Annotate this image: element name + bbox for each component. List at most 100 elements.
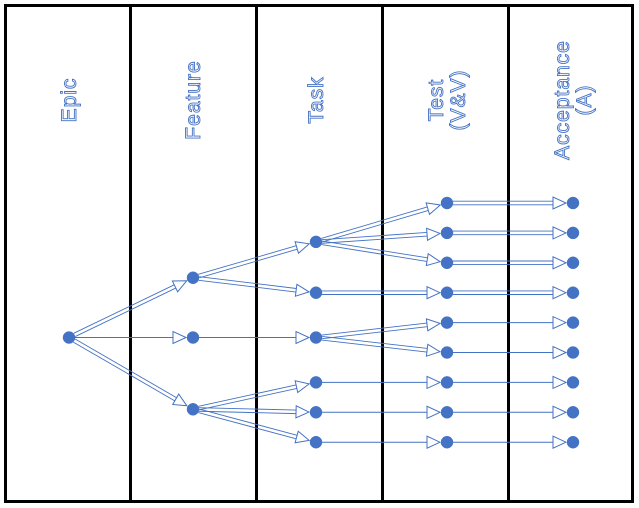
- arrow-shaft-line: [198, 410, 296, 415]
- column-label-line: (V&V): [447, 69, 470, 130]
- arrow-shaft-line: [322, 326, 428, 340]
- arrow-shaft-line: [199, 407, 297, 411]
- arrow-shaft-line: [321, 206, 428, 239]
- arrow-head: [426, 375, 442, 390]
- arrow-shaft-line: [73, 341, 176, 402]
- arrow-t6-to-v9: [322, 435, 442, 449]
- arrow-f1-to-t1: [198, 241, 311, 279]
- node-t1: [309, 235, 323, 249]
- diagram-frame: [4, 4, 634, 503]
- node-a3: [566, 256, 580, 270]
- column-label-line: Acceptance: [551, 40, 574, 160]
- node-v5: [440, 316, 454, 329]
- node-v2: [440, 226, 454, 240]
- node-v7: [440, 376, 454, 389]
- arrow-shaft-line: [321, 244, 428, 262]
- arrow-shaft-line: [322, 335, 428, 349]
- arrow-shaft-line: [199, 387, 297, 411]
- column-label-line: (A): [573, 85, 596, 116]
- arrow-shaft-line: [322, 209, 429, 243]
- arrow-t1-to-v2: [321, 227, 442, 244]
- arrow-head: [425, 252, 442, 267]
- arrow-v2-to-a2: [453, 226, 568, 240]
- arrow-shaft-line: [321, 322, 427, 336]
- node-t5: [309, 406, 323, 419]
- arrow-shaft-line: [322, 240, 428, 259]
- arrow-head: [426, 227, 442, 242]
- column-label-acceptance: Acceptance(A): [551, 40, 596, 160]
- arrow-head: [552, 256, 568, 270]
- column-label-line: Task: [305, 76, 328, 123]
- arrow-f3-to-t4: [198, 380, 311, 411]
- node-a9: [566, 435, 580, 449]
- node-a7: [566, 376, 580, 389]
- node-a5: [566, 316, 580, 329]
- arrow-v1-to-a1: [453, 196, 568, 210]
- arrow-head: [425, 202, 442, 216]
- arrow-shaft-line: [198, 384, 297, 407]
- node-a1: [566, 196, 580, 210]
- arrow-shaft-line: [198, 412, 297, 440]
- arrow-head: [426, 405, 442, 420]
- node-t2: [309, 286, 323, 299]
- arrow-t1-to-v1: [321, 202, 442, 243]
- arrow-f2-to-t3: [199, 330, 311, 345]
- arrow-v6-to-a6: [453, 345, 568, 360]
- arrow-shaft-line: [321, 232, 427, 241]
- node-f3: [186, 403, 200, 416]
- column-label-line: Test: [425, 79, 448, 122]
- arrow-head: [294, 430, 311, 444]
- arrow-head: [294, 241, 311, 255]
- node-v6: [440, 346, 454, 359]
- arrow-head: [552, 315, 568, 330]
- column-label-line: Feature: [182, 60, 205, 139]
- arrow-e1-to-f3: [73, 338, 188, 407]
- arrow-v8-to-a8: [453, 405, 568, 420]
- node-a8: [566, 406, 580, 419]
- node-v8: [440, 406, 454, 419]
- node-a6: [566, 346, 580, 359]
- arrow-shaft-line: [199, 408, 298, 436]
- arrow-f1-to-t2: [198, 276, 311, 297]
- arrow-head: [552, 345, 568, 360]
- node-v9: [440, 435, 454, 449]
- arrow-shaft-line: [321, 339, 427, 353]
- arrow-shaft-line: [73, 284, 175, 334]
- arrow-shaft-line: [322, 235, 428, 244]
- column-label-feature: Feature: [182, 60, 205, 139]
- arrow-head: [552, 196, 568, 210]
- arrow-v3-to-a3: [453, 256, 568, 270]
- node-t4: [309, 376, 323, 389]
- arrow-head: [172, 330, 188, 345]
- arrow-head: [295, 330, 311, 345]
- node-f1: [186, 271, 200, 284]
- arrow-head: [426, 435, 442, 449]
- arrow-shaft-line: [198, 245, 297, 275]
- column-labels: Epic Feature Task Test(V&V) Acceptance(A): [58, 40, 597, 161]
- arrow-head: [294, 380, 311, 394]
- arrow-shaft-line: [199, 248, 298, 279]
- connection-arrows: [73, 196, 568, 449]
- arrow-t3-to-v6: [321, 335, 442, 357]
- column-label-line: Epic: [58, 78, 81, 123]
- arrow-head: [552, 435, 568, 449]
- arrow-shaft-line: [74, 338, 177, 399]
- arrow-t5-to-v8: [322, 405, 442, 420]
- column-label-task: Task: [305, 76, 328, 123]
- arrow-shaft-line: [198, 279, 296, 293]
- column-dividers: [129, 5, 510, 502]
- arrow-shaft-line: [199, 276, 297, 289]
- arrow-t4-to-v7: [322, 375, 442, 390]
- arrow-head: [552, 375, 568, 390]
- node-a2: [566, 226, 580, 240]
- arrow-t3-to-v5: [321, 318, 442, 340]
- arrow-t2-to-v4: [322, 285, 442, 300]
- arrow-v5-to-a5: [453, 315, 568, 330]
- arrow-head: [426, 285, 442, 300]
- arrow-head: [425, 318, 442, 332]
- arrow-head: [294, 283, 311, 297]
- arrow-f3-to-t6: [198, 408, 311, 444]
- arrow-e1-to-f2: [75, 330, 188, 345]
- arrow-head: [171, 280, 188, 293]
